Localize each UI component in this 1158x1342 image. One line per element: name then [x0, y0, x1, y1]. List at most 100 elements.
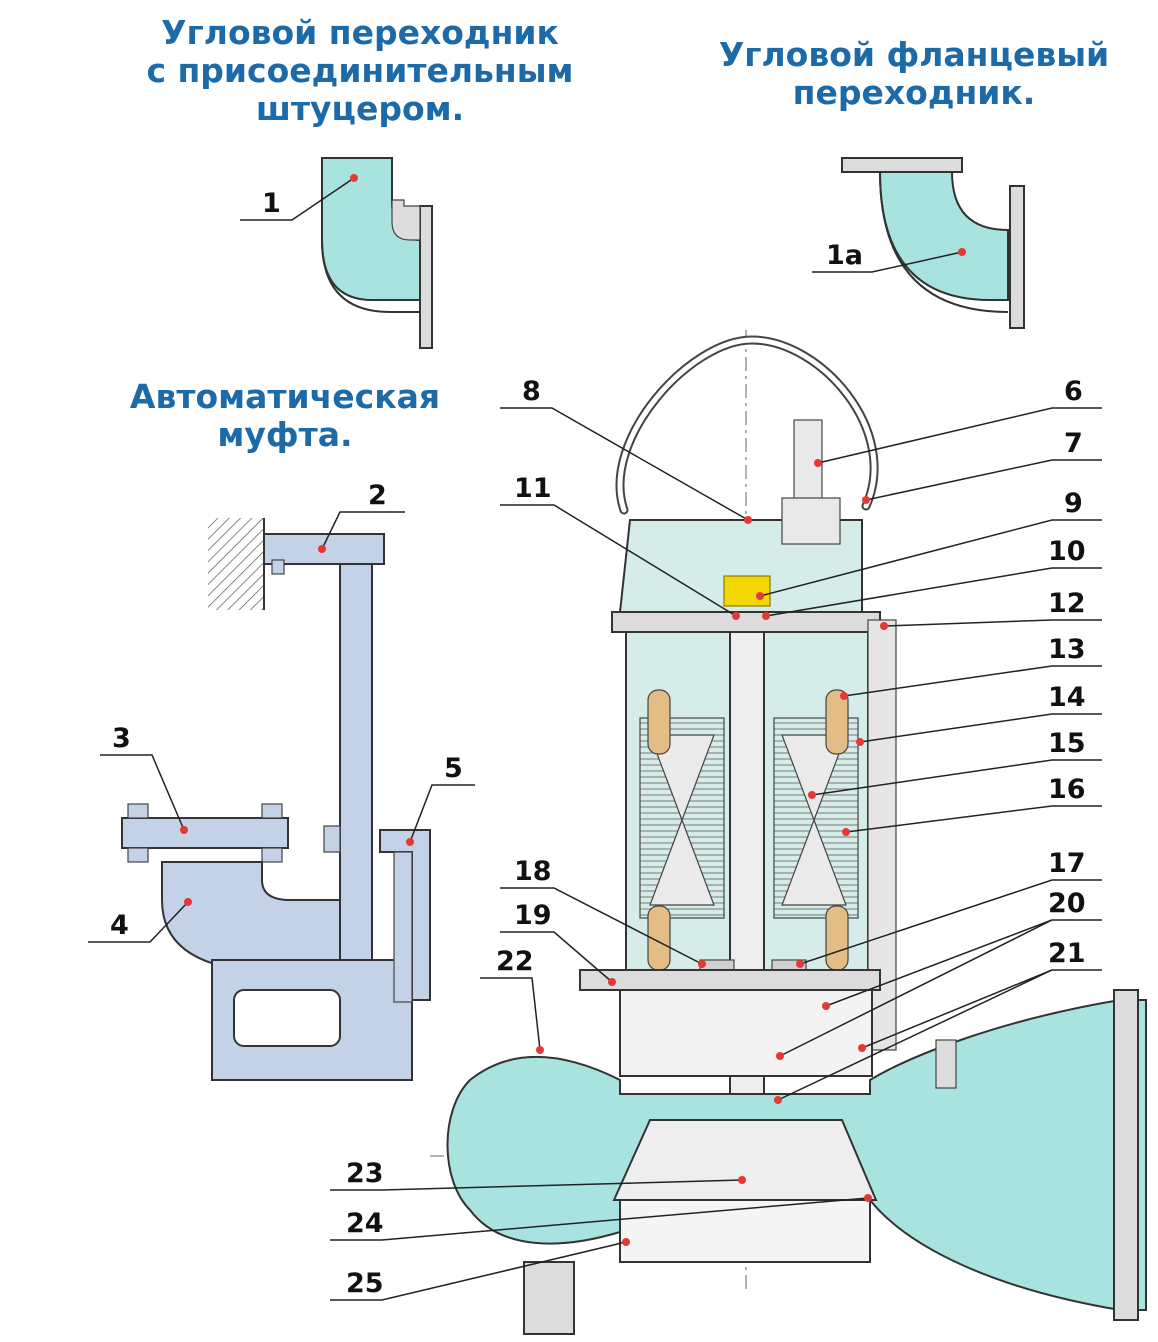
winding-top-right [825, 689, 849, 755]
part-markers [180, 174, 966, 1246]
marker-20-b [822, 1002, 830, 1010]
marker-9 [756, 592, 764, 600]
leader-18 [500, 887, 703, 965]
auto-coupling-drawing [121, 518, 431, 1081]
leader-4 [88, 901, 189, 943]
leader-5 [409, 784, 475, 843]
marker-23 [738, 1176, 746, 1184]
marker-15 [808, 791, 816, 799]
marker-10 [762, 612, 770, 620]
marker-11 [732, 612, 740, 620]
part-labels: 1 1а 2 3 4 5 6 7 8 9 10 11 12 13 14 15 1… [110, 188, 1086, 1299]
flange-bolt-right-top [261, 803, 283, 819]
discharge-bolt [935, 1039, 957, 1089]
leader-1a [812, 251, 963, 273]
marker-4 [184, 898, 192, 906]
lifting-handle [615, 335, 879, 515]
marker-20-a [776, 1052, 784, 1060]
wall-hatch [208, 518, 264, 610]
auto-coupling-title-line-2: муфта. [217, 415, 353, 454]
label-1: 1 [262, 188, 281, 219]
marker-3 [180, 826, 188, 834]
label-2: 2 [368, 480, 387, 511]
oil-chamber [619, 989, 873, 1077]
coupling-bracket [263, 533, 385, 565]
leader-15 [811, 759, 1102, 796]
label-9: 9 [1064, 488, 1083, 519]
marker-1 [350, 174, 358, 182]
elbow-adapter-title-line-1: Угловой переходник [161, 13, 559, 52]
label-22: 22 [496, 946, 534, 977]
elbow-adapter-flange [419, 205, 433, 349]
leader-25 [330, 1241, 627, 1301]
marker-22 [536, 1046, 544, 1054]
flange-bolt-right-bottom [261, 847, 283, 863]
label-4: 4 [110, 910, 129, 941]
label-3: 3 [112, 723, 131, 754]
coupling-base-window [233, 989, 341, 1047]
elbow-adapter-nozzle [391, 199, 421, 241]
marker-19 [608, 978, 616, 986]
leader-21-b [861, 969, 1053, 1049]
cable-gland [781, 497, 841, 545]
marker-18 [698, 960, 706, 968]
oil-chamber-flange [579, 969, 881, 991]
label-13: 13 [1048, 634, 1086, 665]
label-21: 21 [1048, 938, 1086, 969]
auto-coupling-title: Автоматическая муфта. [60, 378, 510, 454]
label-18: 18 [514, 856, 552, 887]
marker-21-a [774, 1096, 782, 1104]
leader-8 [500, 407, 749, 521]
marker-17 [796, 960, 804, 968]
coupling-slider [393, 851, 413, 1003]
label-23: 23 [346, 1158, 384, 1189]
marker-6 [814, 459, 822, 467]
marker-14 [856, 738, 864, 746]
flange-bolt-left-top [127, 803, 149, 819]
marker-8 [744, 516, 752, 524]
label-8: 8 [522, 376, 541, 407]
label-16: 16 [1048, 774, 1086, 805]
label-1a: 1а [826, 240, 863, 271]
auto-coupling-title-line-1: Автоматическая [129, 377, 441, 416]
top-cover-flange [611, 611, 881, 633]
rotor-left-segment [649, 734, 715, 906]
flange-adapter-drawing [841, 157, 1025, 329]
elbow-adapter-title: Угловой переходник с присоединительным ш… [80, 14, 640, 128]
label-25: 25 [346, 1268, 384, 1299]
marker-21-b [858, 1044, 866, 1052]
flange-adapter-title: Угловой фланцевый переходник. [670, 36, 1158, 112]
terminal-block [723, 575, 771, 607]
label-14: 14 [1048, 682, 1086, 713]
elbow-adapter-title-line-3: штуцером. [255, 89, 465, 128]
label-12: 12 [1048, 588, 1086, 619]
leader-lines [88, 177, 1102, 1301]
label-24: 24 [346, 1208, 384, 1239]
rotor-right-segment [781, 734, 847, 906]
flange-adapter-top-flange [841, 157, 963, 173]
label-19: 19 [514, 900, 552, 931]
coupling-flange [121, 817, 289, 849]
flange-adapter-title-line-2: переходник. [792, 73, 1036, 112]
discharge-flange [1113, 989, 1139, 1321]
leader-10 [765, 567, 1102, 617]
leader-2 [321, 511, 405, 550]
lifting-handle-inner [617, 337, 877, 513]
label-11: 11 [514, 473, 552, 504]
marker-12 [880, 622, 888, 630]
flange-bolt-left-bottom [127, 847, 149, 863]
outlet-pipe [523, 1261, 575, 1335]
marker-1a [958, 248, 966, 256]
leader-11 [500, 504, 737, 617]
leader-24 [330, 1197, 869, 1241]
leader-9 [759, 519, 1102, 597]
label-20: 20 [1048, 888, 1086, 919]
marker-7 [862, 496, 870, 504]
elbow-adapter-drawing [321, 157, 433, 349]
marker-13 [840, 692, 848, 700]
elbow-adapter-outer-wall [321, 158, 420, 313]
leader-19 [500, 931, 613, 983]
marker-16 [842, 828, 850, 836]
marker-5 [406, 838, 414, 846]
